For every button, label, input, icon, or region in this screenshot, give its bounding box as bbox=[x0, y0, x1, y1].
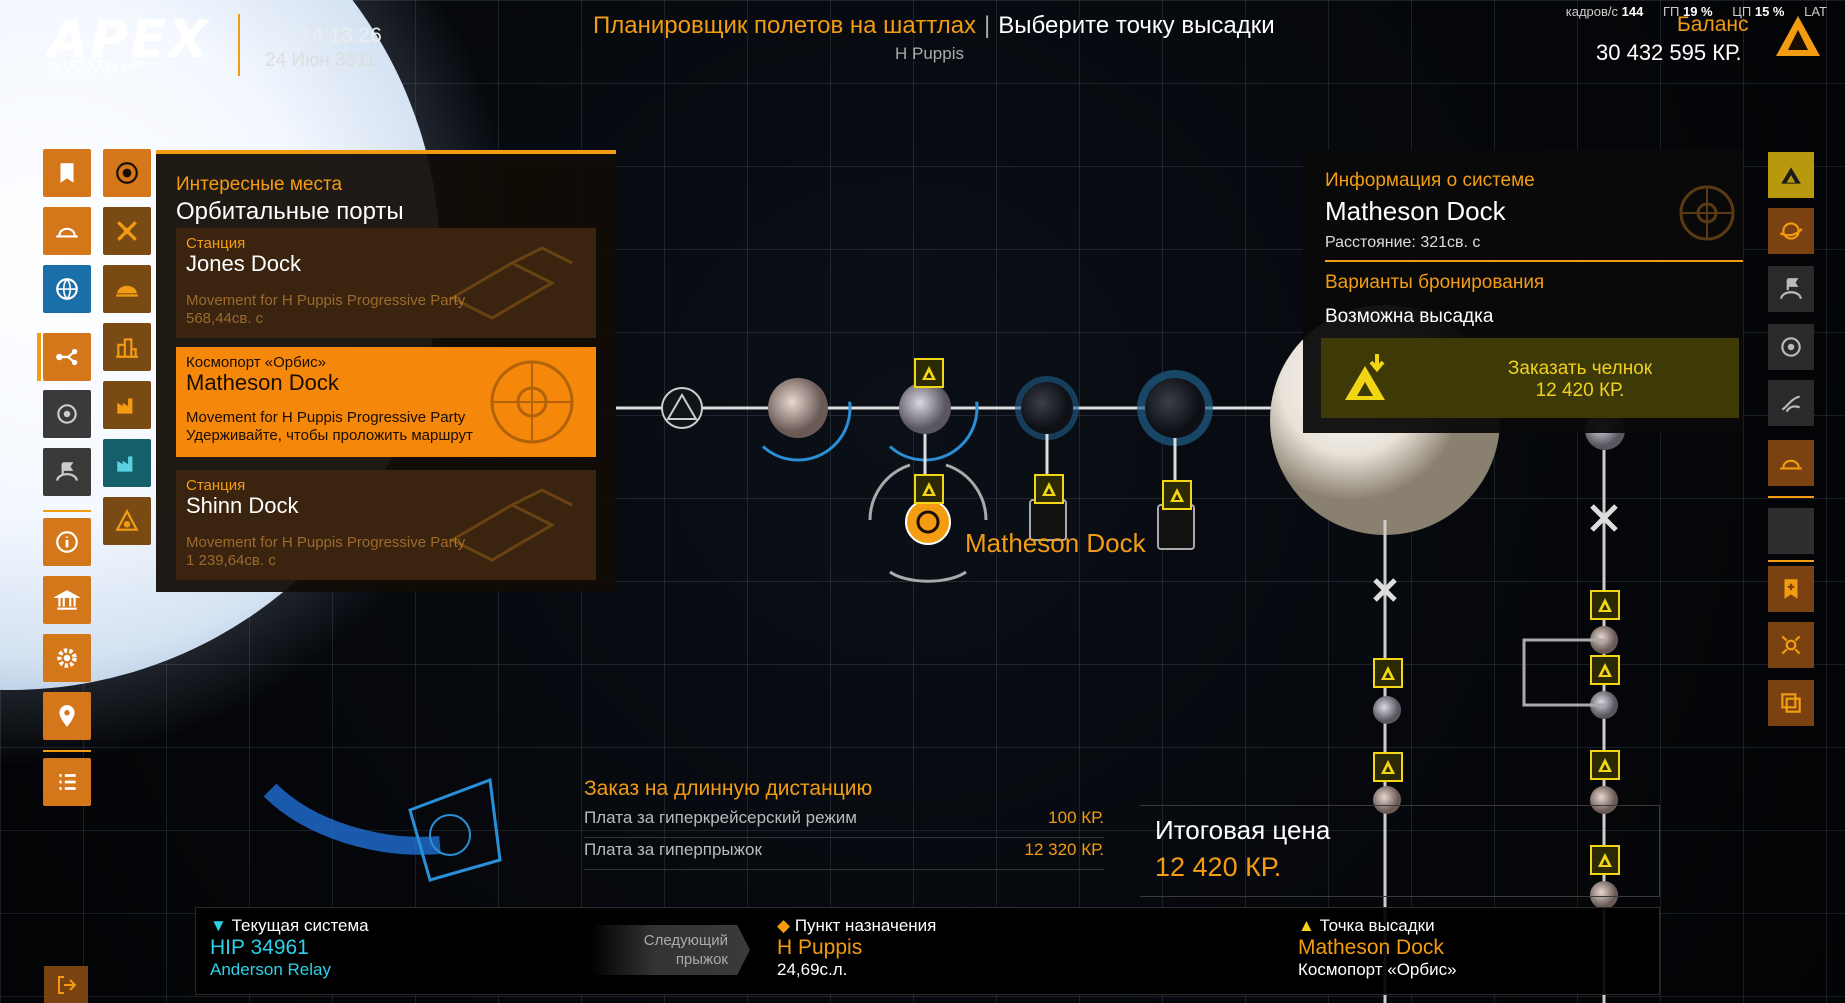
route-icon-button[interactable] bbox=[43, 333, 91, 381]
total-price-value: 12 420 КР. bbox=[1155, 852, 1282, 882]
map-selected-label: Matheson Dock bbox=[965, 528, 1146, 558]
title-separator: | bbox=[984, 12, 991, 39]
globe-icon-button[interactable] bbox=[43, 265, 91, 313]
divider bbox=[43, 750, 91, 752]
factory-icon-button[interactable] bbox=[103, 439, 151, 487]
landing-marker-icon[interactable] bbox=[1034, 474, 1064, 504]
list-icon-button[interactable] bbox=[43, 758, 91, 806]
planet-base-icon-button[interactable] bbox=[103, 265, 151, 313]
poi-category: Интересные места bbox=[176, 174, 343, 195]
orbis-station-art-icon bbox=[490, 360, 574, 444]
landing-marker-icon[interactable] bbox=[1373, 752, 1403, 782]
poi-card-matheson-dock[interactable]: Космопорт «Орбис» Matheson Dock Movement… bbox=[176, 347, 596, 457]
bookmark-icon-button[interactable] bbox=[43, 149, 91, 197]
poi-card-jones-dock[interactable]: Станция Jones Dock Movement for H Puppis… bbox=[176, 228, 596, 338]
system-info-panel: Информация о системе Matheson Dock Расст… bbox=[1303, 150, 1743, 433]
focus-icon-button[interactable] bbox=[1768, 622, 1814, 668]
government-icon-button[interactable] bbox=[43, 576, 91, 624]
booking-label: Варианты бронирования bbox=[1325, 272, 1545, 293]
landing-marker-icon: ▲ bbox=[1298, 916, 1315, 935]
selection-bar bbox=[37, 333, 41, 381]
settlement-icon-button[interactable] bbox=[103, 323, 151, 371]
route-summary-bar bbox=[195, 907, 1660, 995]
order-button-label: Заказать челнок bbox=[1507, 358, 1653, 379]
landing-marker-icon[interactable] bbox=[914, 474, 944, 504]
poi-title: Орбитальные порты bbox=[176, 198, 404, 225]
apex-logo: APEX INTERSTELLAR TRANSPORT bbox=[48, 10, 210, 77]
landing-marker-icon[interactable] bbox=[1162, 480, 1192, 510]
poi-card-shinn-dock[interactable]: Станция Shinn Dock Movement for H Puppis… bbox=[176, 470, 596, 580]
landing-marker-icon[interactable] bbox=[914, 358, 944, 388]
exit-icon-button[interactable] bbox=[44, 966, 88, 1003]
page-subtitle: H Puppis bbox=[895, 44, 964, 63]
perf-stats: кадров/с 144 ГП 19 % ЦП 15 % LAT bbox=[1565, 4, 1827, 19]
flag-planet-icon-button[interactable] bbox=[43, 448, 91, 496]
orbital-icon-button[interactable] bbox=[103, 149, 151, 197]
points-of-interest-panel: Интересные места Орбитальные порты Станц… bbox=[156, 150, 616, 592]
target-icon-button[interactable] bbox=[1768, 324, 1814, 370]
date: 24 Июн 3311 bbox=[265, 50, 376, 71]
swap-view-icon-button[interactable] bbox=[1768, 680, 1814, 726]
booking-status: Возможна высадка bbox=[1325, 306, 1494, 327]
destination-block: ◆ Пункт назначения H Puppis 24,69с.л. bbox=[777, 916, 937, 979]
info-title: Matheson Dock bbox=[1325, 196, 1506, 226]
bookmark-add-icon-button[interactable] bbox=[1768, 566, 1814, 612]
divider bbox=[1768, 496, 1814, 498]
location-pin-icon: ▼ bbox=[210, 916, 227, 935]
empty-slot bbox=[1768, 508, 1814, 554]
clock: 14:13:26 bbox=[300, 24, 382, 47]
title-step: Выберите точку высадки bbox=[998, 12, 1275, 39]
route-icon: ◆ bbox=[777, 916, 791, 935]
station-art-icon bbox=[448, 488, 573, 562]
landing-marker-icon[interactable] bbox=[1590, 845, 1620, 875]
landing-marker-icon[interactable] bbox=[1590, 590, 1620, 620]
landing-filter-icon-button[interactable] bbox=[1768, 152, 1814, 198]
signal-icon-button[interactable] bbox=[1768, 380, 1814, 426]
divider bbox=[1768, 560, 1814, 562]
landing-marker-icon[interactable] bbox=[1373, 658, 1403, 688]
target-icon-button[interactable] bbox=[43, 390, 91, 438]
order-button-price: 12 420 КР. bbox=[1535, 380, 1625, 401]
landing-arrow-icon bbox=[1345, 354, 1385, 400]
total-price-label: Итоговая цена bbox=[1155, 815, 1331, 845]
next-jump-label: Следующий прыжок bbox=[590, 925, 750, 975]
page-title: Планировщик полетов на шаттлах | Выберите … bbox=[593, 12, 1393, 40]
long-distance-order-title: Заказ на длинную дистанцию bbox=[584, 777, 873, 800]
info-divider bbox=[1325, 260, 1743, 262]
header-separator bbox=[238, 14, 240, 76]
crossed-tools-icon-button[interactable] bbox=[103, 207, 151, 255]
landing-marker-icon[interactable] bbox=[1590, 655, 1620, 685]
balance-value: 30 432 595 КР. bbox=[1596, 40, 1742, 65]
planet-info-icon-button[interactable] bbox=[1768, 208, 1814, 254]
flag-planet-icon-button[interactable] bbox=[1768, 266, 1814, 312]
info-icon-button[interactable] bbox=[43, 518, 91, 566]
station-art-icon bbox=[448, 246, 573, 320]
info-distance: Расстояние: 321св. с bbox=[1325, 234, 1481, 251]
title-main: Планировщик полетов на шаттлах bbox=[593, 12, 977, 39]
industry-icon-button[interactable] bbox=[103, 381, 151, 429]
planet-ring-icon-button[interactable] bbox=[1768, 440, 1814, 486]
order-shuttle-button[interactable]: Заказать челнок 12 420 КР. bbox=[1321, 338, 1739, 418]
current-system-block: ▼ Текущая система HIP 34961 Anderson Rel… bbox=[210, 916, 369, 979]
landing-marker-icon[interactable] bbox=[1590, 750, 1620, 780]
hazard-icon-button[interactable] bbox=[103, 497, 151, 545]
location-pin-icon-button[interactable] bbox=[43, 692, 91, 740]
planet-ring-icon-button[interactable] bbox=[43, 207, 91, 255]
orbis-station-icon bbox=[1679, 185, 1735, 241]
total-box bbox=[1140, 805, 1660, 897]
apex-brand-icon bbox=[1774, 14, 1822, 58]
info-category: Информация о системе bbox=[1325, 170, 1535, 191]
divider bbox=[43, 510, 91, 512]
gear-icon-button[interactable] bbox=[43, 634, 91, 682]
drop-point-block: ▲ Точка высадки Matheson Dock Космопорт … bbox=[1298, 916, 1457, 979]
balance-label: Баланс bbox=[1677, 13, 1749, 36]
